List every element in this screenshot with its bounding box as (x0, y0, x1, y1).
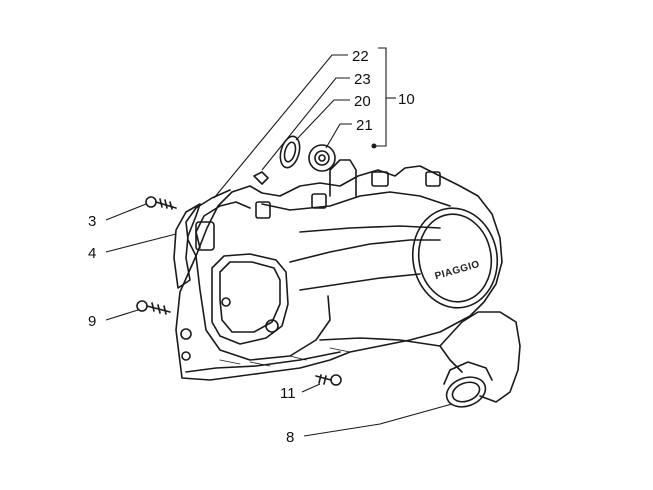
callout-10: 10 (398, 91, 415, 108)
callout-23: 23 (354, 71, 371, 88)
callout-21: 21 (356, 117, 373, 134)
intake-tube (443, 361, 493, 385)
intake-mouth-inner (451, 381, 481, 403)
front-bulge (195, 255, 331, 361)
callout-3: 3 (88, 213, 96, 230)
top-ridge (261, 191, 451, 211)
intake-duct-seam (439, 345, 463, 373)
top-boss-2 (311, 193, 327, 209)
brand-logo-text: PIAGGIO (434, 259, 482, 282)
intake-mouth (445, 376, 487, 408)
mount-boss-left (221, 297, 231, 307)
mount-boss (265, 319, 279, 333)
callout-8: 8 (286, 429, 294, 446)
intake-duct (319, 311, 521, 403)
body-ridge-3 (299, 273, 421, 291)
rear-gasket (173, 203, 201, 289)
leader-8 (303, 403, 453, 437)
leader-3 (105, 203, 147, 221)
bearing-hub (318, 154, 326, 162)
leader-11 (301, 383, 321, 393)
leader-9 (105, 309, 139, 321)
lower-edge (185, 351, 341, 373)
leader-4 (105, 233, 177, 253)
callout-9: 9 (88, 313, 96, 330)
clutch-cover (411, 207, 499, 309)
inspection-window (211, 253, 289, 345)
leader-22 (213, 54, 348, 199)
clutch-cover-rim (417, 213, 493, 303)
top-boss-3 (371, 171, 389, 187)
left-boss (195, 221, 215, 251)
screw-11 (315, 374, 342, 386)
boss-lower-left (180, 328, 192, 340)
leader-20 (295, 99, 350, 141)
top-boss-4 (425, 171, 441, 187)
callout-4: 4 (88, 245, 96, 262)
body-ridge-2 (289, 239, 441, 263)
callout-20: 20 (354, 93, 371, 110)
seal-ring-inner (283, 141, 297, 163)
bearing-inner (314, 150, 330, 166)
callout-22: 22 (352, 48, 369, 65)
leader-23 (261, 77, 350, 171)
dowel-pin (253, 171, 269, 185)
screw-3 (145, 196, 177, 210)
shade-lines (219, 347, 351, 367)
callout-11: 11 (280, 385, 296, 402)
filler-neck (329, 159, 357, 197)
leader-21 (325, 123, 352, 149)
top-boss-1 (255, 201, 271, 219)
bracket-10 (374, 47, 387, 147)
rear-flange-inner (195, 201, 251, 249)
seal-ring (279, 135, 301, 169)
bearing (308, 144, 336, 172)
bracket-dot (371, 143, 377, 149)
inspection-window-inner (219, 261, 281, 333)
boss-lower (181, 351, 191, 361)
screw-9 (136, 300, 171, 315)
